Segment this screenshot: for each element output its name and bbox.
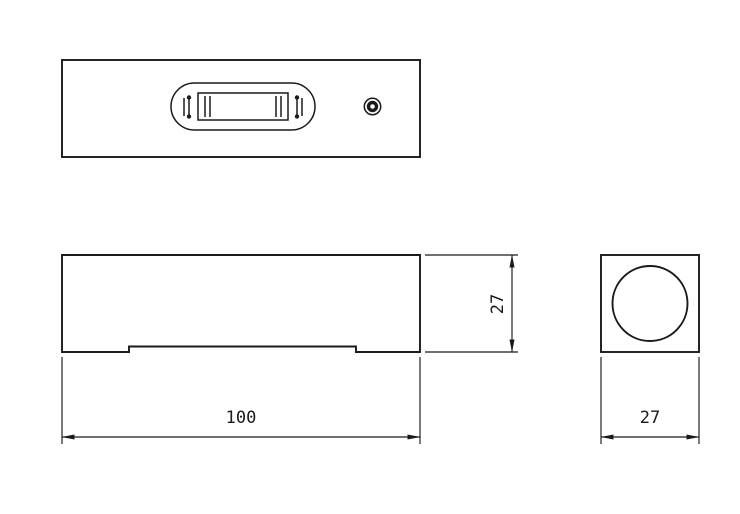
front-view-outline <box>61 254 421 353</box>
side-view <box>600 254 700 353</box>
dimension-label-side-width: 27 <box>640 408 660 428</box>
dimension-front-width: 100 <box>61 357 421 444</box>
dimension-label-front-width: 100 <box>226 408 257 428</box>
screw-outer-ring <box>363 97 382 116</box>
top-view <box>61 59 421 158</box>
vial-graduation-dot <box>294 114 300 119</box>
side-view-outline <box>600 254 700 353</box>
vial-graduation-dot <box>294 95 300 100</box>
dimension-front-height: 27 <box>425 254 518 353</box>
adjustment-screw <box>363 97 382 116</box>
dimension-side-width: 27 <box>600 357 700 444</box>
vial-graduation-dot <box>186 95 192 100</box>
dimension-label-front-height: 27 <box>488 294 508 314</box>
vial-window <box>197 92 289 121</box>
vial-graduation-dot <box>186 114 192 119</box>
top-view-outline <box>61 59 421 158</box>
level-vial <box>170 82 316 131</box>
vial-outline <box>170 82 316 131</box>
front-view <box>61 254 421 353</box>
side-view-bore-circle <box>611 265 689 342</box>
screw-inner-ring <box>366 100 379 113</box>
